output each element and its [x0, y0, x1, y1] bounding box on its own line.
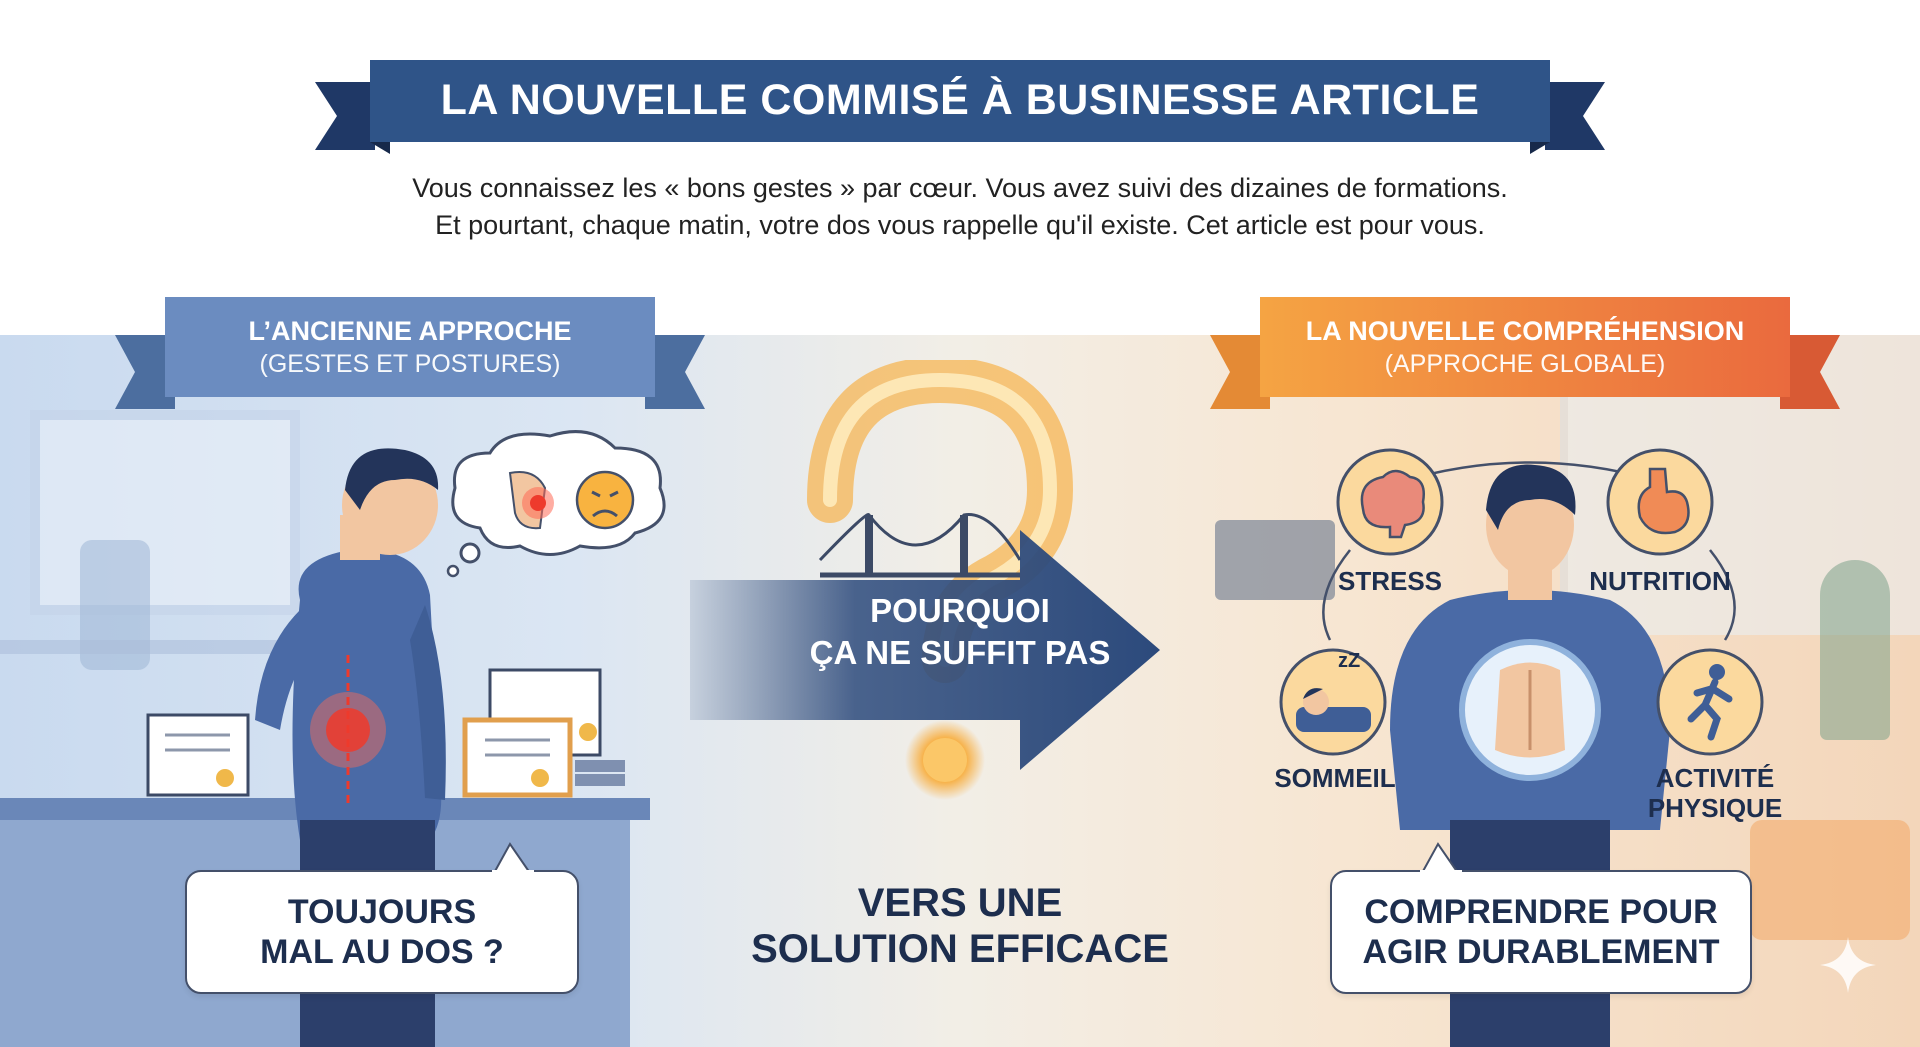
running-icon [1656, 648, 1764, 756]
old-approach-illustration [0, 448, 650, 1047]
central-illustration [690, 360, 1160, 800]
old-approach-title: L’ANCIENNE APPROCHE [248, 316, 572, 346]
arrow-label: POURQUOI ÇA NE SUFFIT PAS [780, 590, 1140, 674]
arrow-label-line-2: ÇA NE SUFFIT PAS [809, 634, 1111, 671]
factor-stress-label: STRESS [1337, 566, 1443, 596]
intro-line-2: Et pourtant, chaque matin, votre dos vou… [435, 210, 1485, 240]
man-with-back-pain [255, 448, 446, 1047]
office-whiteboard [30, 410, 300, 615]
right-speech-line-1: COMPRENDRE POUR [1364, 893, 1718, 931]
arrow-icon [690, 530, 1160, 770]
new-understanding-subtitle: (APPROCHE GLOBALE) [1384, 350, 1666, 378]
new-understanding-banner: LA NOUVELLE COMPRÉHENSION (APPROCHE GLOB… [1210, 297, 1840, 412]
office-plant [1820, 560, 1890, 740]
certificate-stack [462, 668, 625, 798]
brain-icon [1336, 448, 1444, 556]
office-desk-back [0, 640, 280, 654]
new-understanding-title: LA NOUVELLE COMPRÉHENSION [1305, 316, 1745, 346]
new-understanding-banner-shape [1210, 297, 1840, 409]
left-speech-line-2: MAL AU DOS ? [260, 933, 504, 971]
factor-activite-label: ACTIVITÉ PHYSIQUE [1620, 763, 1810, 823]
intro-paragraph: Vous connaissez les « bons gestes » par … [300, 170, 1620, 244]
back-pain-icon [508, 471, 554, 530]
left-speech-tail [492, 842, 534, 874]
sad-face-icon [575, 470, 635, 530]
certificate-left [146, 713, 250, 797]
center-caption-line-2: SOLUTION EFFICACE [751, 927, 1169, 971]
center-caption-line-1: VERS UNE [857, 881, 1063, 925]
right-speech-line-2: AGIR DURABLEMENT [1362, 933, 1720, 971]
intro-line-1: Vous connaissez les « bons gestes » par … [412, 173, 1508, 203]
factor-activite-line-2: PHYSIQUE [1647, 793, 1783, 823]
stomach-icon [1606, 448, 1714, 556]
center-caption: VERS UNE SOLUTION EFFICACE [690, 880, 1230, 972]
left-speech-line-1: TOUJOURS [287, 893, 477, 931]
sparkle-icon [1820, 937, 1876, 993]
arrow-label-line-1: POURQUOI [870, 592, 1050, 629]
title-ribbon: LA NOUVELLE COMMISÉ À BUSINESSE ARTICLE [315, 56, 1605, 156]
sleep-icon [1279, 648, 1387, 756]
old-approach-banner: L’ANCIENNE APPROCHE (GESTES ET POSTURES) [115, 297, 705, 412]
title-ribbon-shape [315, 60, 1605, 154]
left-speech-box: TOUJOURS MAL AU DOS ? [185, 870, 579, 994]
office-floor-tile [1750, 820, 1910, 940]
thought-bubble [446, 430, 666, 578]
old-approach-subtitle: (GESTES ET POSTURES) [259, 350, 561, 378]
old-approach-banner-shape [115, 297, 705, 409]
factor-activite-line-1: ACTIVITÉ [1655, 763, 1775, 793]
bridge-icon [818, 513, 1022, 578]
sleep-zz-text: zZ [1338, 650, 1361, 672]
factor-nutrition-label: NUTRITION [1589, 566, 1731, 596]
page-title: LA NOUVELLE COMMISÉ À BUSINESSE ARTICLE [440, 75, 1480, 124]
office-monitor [1215, 520, 1335, 600]
right-speech-box: COMPRENDRE POUR AGIR DURABLEMENT [1330, 870, 1752, 994]
right-speech-tail [1420, 842, 1462, 874]
factor-sommeil-label: SOMMEIL [1274, 763, 1396, 793]
header-background [0, 0, 1920, 335]
